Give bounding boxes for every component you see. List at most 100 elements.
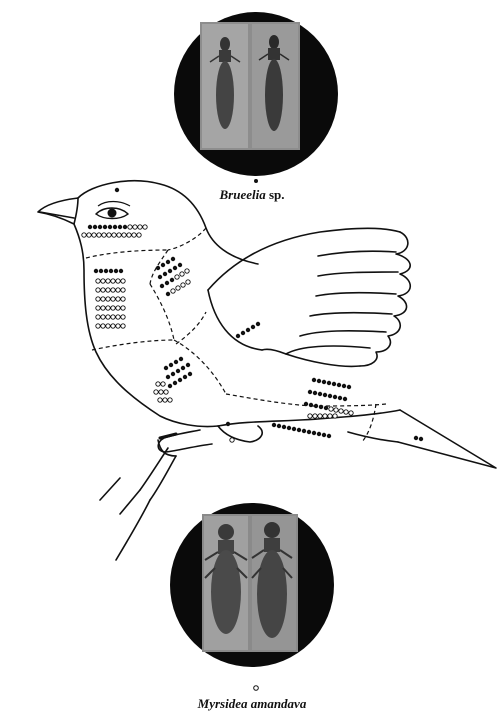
brueelia-marker	[318, 392, 322, 396]
brueelia-marker	[166, 292, 170, 296]
myrsidea-marker	[121, 288, 125, 292]
myrsidea-marker	[180, 272, 184, 276]
brueelia-marker	[313, 391, 317, 395]
myrsidea-marker	[111, 306, 115, 310]
myrsidea-marker	[116, 279, 120, 283]
myrsidea-marker	[161, 382, 165, 386]
brueelia-marker	[241, 331, 245, 335]
bird-outline-icon	[38, 181, 496, 560]
brueelia-marker	[98, 225, 102, 229]
brueelia-marker	[118, 225, 122, 229]
myrsidea-marker	[121, 297, 125, 301]
myrsidea-marker	[101, 297, 105, 301]
myrsidea-marker	[116, 306, 120, 310]
myrsidea-marker	[116, 315, 120, 319]
myrsidea-marker	[318, 414, 322, 418]
brueelia-marker	[164, 366, 168, 370]
brueelia-marker	[168, 384, 172, 388]
filled-dot-icon	[254, 179, 258, 183]
brueelia-marker	[188, 372, 192, 376]
brueelia-marker	[226, 422, 230, 426]
myrsidea-name: Myrsidea amandava	[198, 696, 307, 711]
brueelia-marker	[174, 360, 178, 364]
myrsidea-marker	[97, 233, 101, 237]
brueelia-marker	[333, 395, 337, 399]
brueelia-marker	[104, 269, 108, 273]
myrsidea-marker	[107, 233, 111, 237]
myrsidea-marker	[133, 225, 137, 229]
myrsidea-marker	[121, 306, 125, 310]
brueelia-marker	[156, 266, 160, 270]
brueelia-marker	[160, 284, 164, 288]
brueelia-marker	[324, 406, 328, 410]
myrsidea-marker	[82, 233, 86, 237]
brueelia-marker	[277, 424, 281, 428]
brueelia-marker	[304, 402, 308, 406]
brueelia-marker	[178, 263, 182, 267]
brueelia-marker	[343, 397, 347, 401]
brueelia-marker	[186, 363, 190, 367]
brueelia-marker	[99, 269, 103, 273]
myrsidea-marker	[138, 225, 142, 229]
myrsidea-marker	[328, 414, 332, 418]
myrsidea-marker	[101, 288, 105, 292]
myrsidea-marker	[117, 233, 121, 237]
brueelia-marker	[178, 378, 182, 382]
brueelia-marker	[109, 269, 113, 273]
myrsidea-marker	[344, 410, 348, 414]
brueelia-marker	[173, 381, 177, 385]
brueelia-marker	[88, 225, 92, 229]
myrsidea-marker	[106, 297, 110, 301]
brueelia-genus: Brueelia	[219, 187, 265, 202]
brueelia-marker	[165, 281, 169, 285]
brueelia-marker	[319, 405, 323, 409]
brueelia-photo	[174, 12, 338, 176]
brueelia-marker	[181, 366, 185, 370]
brueelia-marker	[322, 433, 326, 437]
myrsidea-marker	[111, 288, 115, 292]
brueelia-marker	[114, 269, 118, 273]
myrsidea-marker	[154, 390, 158, 394]
myrsidea-marker	[102, 233, 106, 237]
myrsidea-marker	[186, 280, 190, 284]
myrsidea-marker	[122, 233, 126, 237]
myrsidea-marker	[334, 408, 338, 412]
brueelia-marker	[236, 334, 240, 338]
brueelia-marker	[342, 384, 346, 388]
myrsidea-marker	[92, 233, 96, 237]
brueelia-marker	[337, 383, 341, 387]
brueelia-marker	[119, 269, 123, 273]
brueelia-marker	[93, 225, 97, 229]
brueelia-marker	[183, 375, 187, 379]
louse-location-markers	[82, 188, 423, 442]
myrsidea-marker	[106, 306, 110, 310]
brueelia-marker	[272, 423, 276, 427]
brueelia-marker	[327, 381, 331, 385]
myrsidea-marker	[181, 283, 185, 287]
brueelia-marker	[246, 328, 250, 332]
myrsidea-marker	[106, 288, 110, 292]
myrsidea-marker	[158, 398, 162, 402]
brueelia-marker	[332, 382, 336, 386]
brueelia-marker	[158, 275, 162, 279]
brueelia-marker	[171, 372, 175, 376]
brueelia-marker	[94, 269, 98, 273]
myrsidea-marker	[101, 279, 105, 283]
brueelia-marker	[323, 393, 327, 397]
brueelia-marker	[168, 269, 172, 273]
brueelia-marker	[414, 436, 418, 440]
brueelia-marker	[347, 385, 351, 389]
brueelia-marker	[176, 369, 180, 373]
myrsidea-marker	[230, 438, 234, 442]
brueelia-marker	[113, 225, 117, 229]
brueelia-marker	[308, 390, 312, 394]
brueelia-suffix: sp.	[269, 187, 285, 202]
myrsidea-marker	[132, 233, 136, 237]
brueelia-marker	[307, 430, 311, 434]
myrsidea-marker	[121, 324, 125, 328]
myrsidea-marker	[101, 315, 105, 319]
brueelia-marker	[317, 379, 321, 383]
myrsidea-marker	[116, 297, 120, 301]
brueelia-marker	[123, 225, 127, 229]
brueelia-marker	[256, 322, 260, 326]
